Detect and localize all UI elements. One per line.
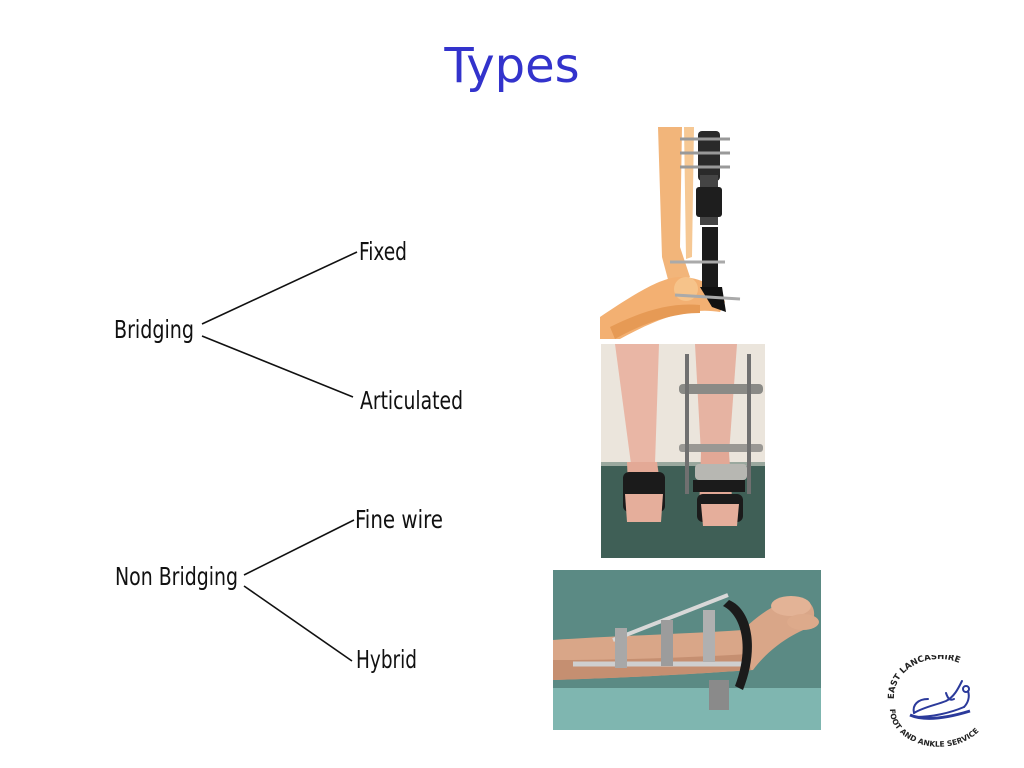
types-tree-diagram: Bridging Fixed Articulated Non Bridging …	[114, 237, 463, 674]
node-articulated: Articulated	[360, 386, 463, 415]
arm-frame-photo	[553, 570, 821, 730]
node-fixed: Fixed	[359, 237, 407, 266]
connector-nonbridging-hybrid	[243, 585, 353, 662]
connector-bridging-fixed	[201, 251, 358, 325]
connector-nonbridging-finewire	[243, 519, 355, 576]
foot-icon	[912, 680, 970, 718]
node-non-bridging: Non Bridging	[115, 562, 238, 591]
node-bridging: Bridging	[114, 315, 194, 344]
node-fine-wire: Fine wire	[355, 505, 443, 534]
logo-text-top: EAST LANCASHIRE	[887, 655, 962, 699]
slide-title: Types	[444, 38, 580, 94]
connector-bridging-articulated	[201, 335, 354, 398]
leg-frame-photo	[601, 344, 765, 558]
ankle-fixator-illustration	[600, 127, 758, 339]
node-hybrid: Hybrid	[356, 645, 417, 674]
east-lancashire-logo: EAST LANCASHIRE FOOT AND ANKLE SERVICE	[884, 652, 994, 749]
logo-text-bottom: FOOT AND ANKLE SERVICE	[888, 709, 981, 747]
